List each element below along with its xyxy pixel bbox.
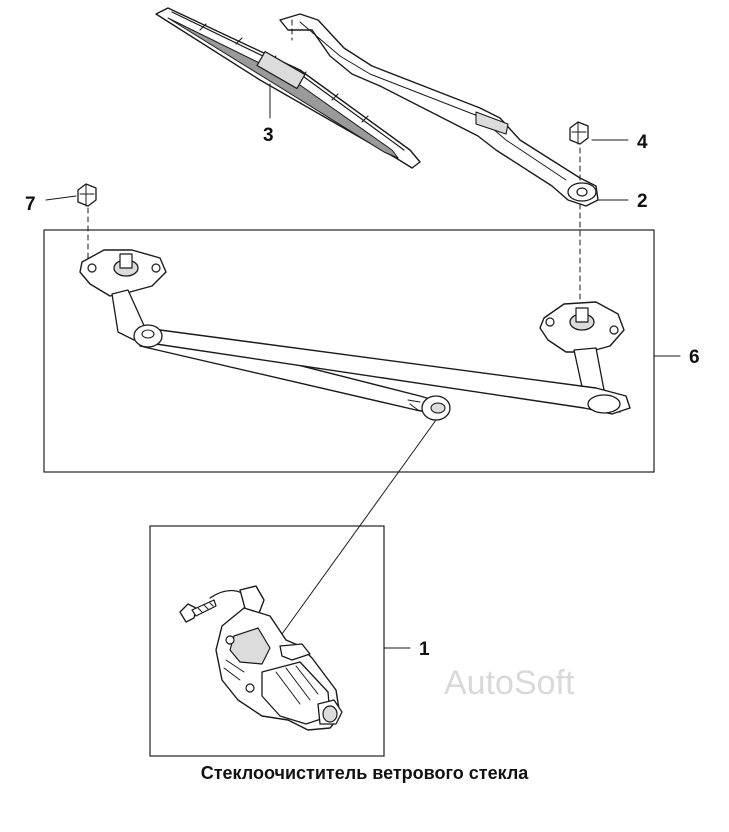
callout-6: 6 — [689, 347, 700, 368]
callout-3: 3 — [263, 125, 274, 146]
linkage-rods — [133, 324, 631, 421]
wiper-motor — [209, 585, 343, 731]
callout-leader-7 — [45, 195, 77, 201]
nut-right — [569, 121, 589, 145]
callout-1: 1 — [419, 639, 430, 660]
nut-left — [77, 183, 97, 207]
callout-7: 7 — [25, 194, 36, 215]
pivot-left — [79, 249, 167, 341]
motor-frame — [149, 525, 385, 757]
motor-leader-line — [281, 419, 437, 635]
diagram-caption: Стеклоочиститель ветрового стекла — [200, 763, 529, 783]
motor-bolt — [179, 599, 217, 623]
callout-4: 4 — [637, 132, 648, 153]
wiper-arm — [279, 13, 599, 207]
callout-2: 2 — [637, 191, 648, 212]
wiper-blade — [155, 7, 421, 169]
linkage-frame — [43, 229, 655, 473]
watermark: AutoSoft — [444, 664, 575, 702]
